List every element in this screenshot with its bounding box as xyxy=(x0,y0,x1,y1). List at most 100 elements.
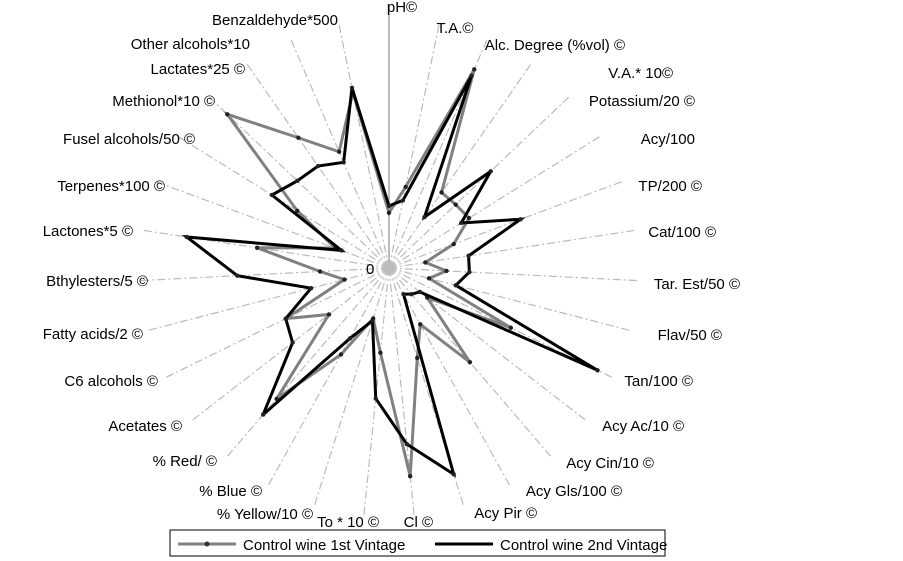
axis-line xyxy=(313,267,390,507)
axis-label: Flav/50 © xyxy=(658,327,722,344)
data-point xyxy=(336,149,342,154)
legend-box xyxy=(169,529,666,557)
axis-line xyxy=(388,267,639,282)
axis-line xyxy=(388,267,511,487)
axis-line xyxy=(388,180,624,269)
data-point xyxy=(508,325,514,330)
data-point xyxy=(466,215,472,221)
data-point xyxy=(338,352,344,357)
axis-line xyxy=(388,95,571,269)
data-point xyxy=(378,350,383,355)
data-point xyxy=(386,210,392,215)
axis-line xyxy=(388,22,440,269)
data-point xyxy=(254,245,260,250)
axis-label: V.A.* 10© xyxy=(608,65,673,82)
data-point xyxy=(339,248,344,253)
data-point xyxy=(235,273,240,278)
data-point xyxy=(409,291,414,297)
axis-line xyxy=(388,135,602,269)
data-point xyxy=(386,203,392,209)
axis-label: Potassium/20 © xyxy=(589,93,695,110)
data-point xyxy=(595,368,600,373)
axis-line xyxy=(388,62,533,269)
axis-line xyxy=(388,229,637,269)
axis-label: Cat/100 © xyxy=(648,224,716,241)
axis-label: Acy Cin/10 © xyxy=(566,455,654,472)
axis-label: TP/200 © xyxy=(638,178,702,195)
data-point xyxy=(426,276,432,281)
data-point xyxy=(417,289,423,295)
axis-label: Other alcohols*10 xyxy=(131,36,250,53)
axis-label: Acy Pir © xyxy=(474,505,537,522)
data-point xyxy=(423,260,428,265)
data-point xyxy=(488,169,493,174)
data-point xyxy=(269,192,275,198)
axis-line xyxy=(388,267,553,459)
legend: Control wine 1st Vintage Control wine 2n… xyxy=(169,529,667,557)
axis-line xyxy=(338,22,390,269)
axis-label: Tan/100 © xyxy=(624,373,693,390)
data-point xyxy=(370,318,375,323)
legend-label-2nd: Control wine 2nd Vintage xyxy=(500,537,667,554)
data-point xyxy=(341,160,346,165)
axis-line xyxy=(267,267,390,487)
axis-line xyxy=(154,180,390,269)
axis-label: Lactones*5 © xyxy=(43,223,133,240)
data-point xyxy=(347,336,353,341)
data-point xyxy=(467,269,472,275)
data-point xyxy=(467,360,473,365)
data-point xyxy=(418,322,423,327)
data-point xyxy=(260,412,266,417)
axis-label: Fatty acids/2 © xyxy=(43,326,143,343)
data-point xyxy=(184,234,189,240)
data-point xyxy=(400,198,406,203)
data-point xyxy=(401,291,406,297)
data-point xyxy=(518,217,523,222)
axis-label: % Red/ © xyxy=(153,453,217,470)
data-point xyxy=(403,184,408,190)
axis-label: Bthylesters/5 © xyxy=(46,273,148,290)
data-point xyxy=(283,316,288,321)
axis-label: Tar. Est/50 © xyxy=(654,276,740,293)
axis-label: Acy Gls/100 © xyxy=(526,483,622,500)
axis-label: Acetates © xyxy=(108,418,182,435)
data-point xyxy=(451,472,456,477)
data-point xyxy=(459,220,464,226)
data-point xyxy=(296,135,301,140)
data-point xyxy=(315,163,321,169)
series-group xyxy=(181,67,600,479)
data-point xyxy=(466,253,471,259)
axis-label: T.A.© xyxy=(437,20,474,37)
axis-line xyxy=(190,267,390,422)
data-point xyxy=(373,396,378,401)
axis-label: Cl © xyxy=(404,514,433,531)
data-point xyxy=(472,67,477,72)
axis-label: Alc. Degree (%vol) © xyxy=(485,37,625,54)
legend-marker-1st xyxy=(204,541,210,547)
data-point xyxy=(349,85,355,90)
axis-line xyxy=(225,267,390,459)
axis-label: Acy Ac/10 © xyxy=(602,418,684,435)
axis-line xyxy=(388,267,632,332)
axis-line xyxy=(363,267,390,517)
data-point xyxy=(451,241,456,247)
axis-label: % Blue © xyxy=(199,483,262,500)
axis-label: Lactates*25 © xyxy=(151,61,245,78)
axis-label: Acy/100 xyxy=(641,131,695,148)
data-point xyxy=(453,202,458,207)
center-zero-label: 0 xyxy=(366,261,374,278)
axis-line xyxy=(139,267,390,282)
data-point xyxy=(326,312,332,317)
data-point xyxy=(295,178,300,184)
data-point xyxy=(295,208,300,214)
axis-label: pH© xyxy=(387,0,417,16)
data-point xyxy=(342,277,347,282)
data-point xyxy=(308,285,314,291)
axis-label: To * 10 © xyxy=(317,514,379,531)
data-point xyxy=(422,214,427,220)
data-point xyxy=(225,112,230,117)
legend-label-1st: Control wine 1st Vintage xyxy=(243,537,405,554)
axis-label: Terpenes*100 © xyxy=(57,178,165,195)
data-point xyxy=(404,441,410,447)
